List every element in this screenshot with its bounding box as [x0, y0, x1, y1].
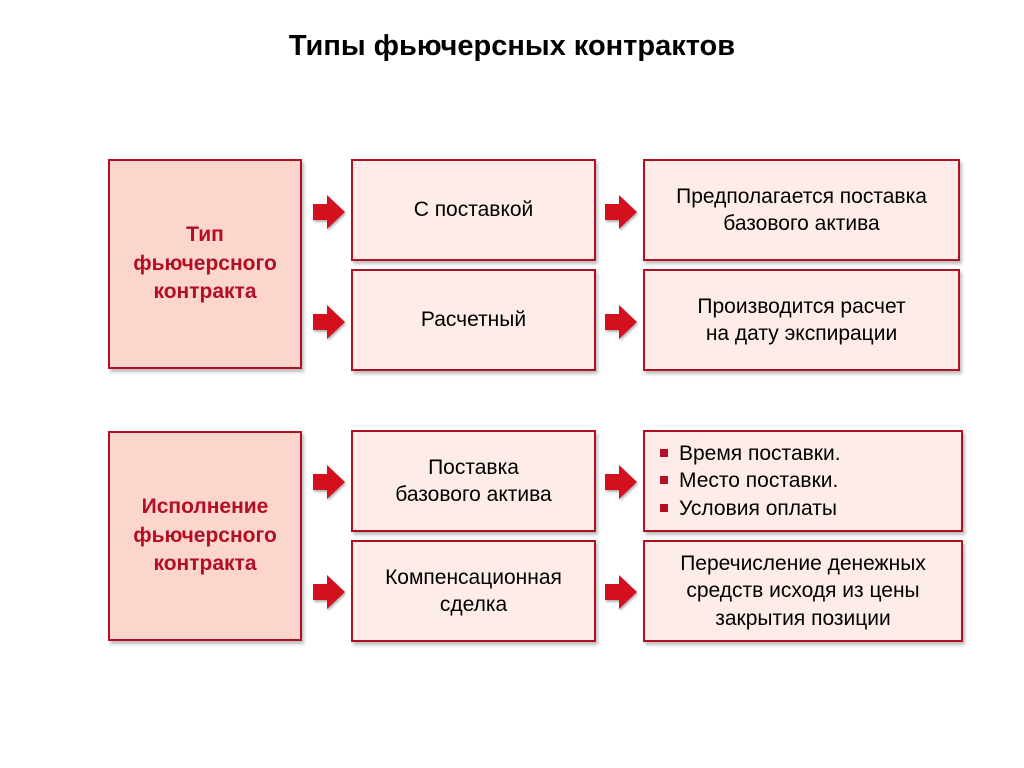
page-title: Типы фьючерсных контрактов — [288, 30, 736, 62]
category-label: Тип фьючерсного контракта — [133, 223, 277, 304]
bullet-text: Время поставки. — [679, 442, 841, 466]
type-box-settlement: Расчетный — [351, 269, 596, 371]
arrow-right-icon — [605, 465, 637, 499]
description-text: Перечисление денежных средств исходя из … — [680, 552, 926, 630]
bullet-text: Условия оплаты — [679, 496, 837, 520]
type-label: Компенсационная сделка — [385, 565, 562, 616]
bullet-square-icon — [660, 476, 668, 485]
bullet-text: Место поставки. — [679, 469, 839, 493]
type-label: Поставка базового актива — [395, 455, 552, 506]
bullet-item: Место поставки. — [660, 467, 841, 494]
arrow-right-icon — [605, 305, 637, 339]
type-box-asset-delivery: Поставка базового актива — [351, 430, 596, 532]
bullet-item: Условия оплаты — [660, 495, 841, 522]
bullets-box-delivery-terms: Время поставки. Место поставки. Условия … — [643, 430, 963, 532]
category-box-contract-type: Тип фьючерсного контракта — [108, 159, 302, 369]
bullet-list: Время поставки. Место поставки. Условия … — [660, 440, 841, 522]
type-box-offsetting-deal: Компенсационная сделка — [351, 540, 596, 642]
bullet-item: Время поставки. — [660, 440, 841, 467]
bullet-square-icon — [660, 503, 668, 512]
type-label: Расчетный — [420, 308, 527, 332]
arrow-right-icon — [313, 195, 345, 229]
arrow-right-icon — [313, 305, 345, 339]
arrow-right-icon — [605, 195, 637, 229]
description-box-delivery: Предполагается поставка базового актива — [643, 159, 960, 261]
description-text: Предполагается поставка базового актива — [676, 184, 927, 235]
category-box-contract-execution: Исполнение фьючерсного контракта — [108, 431, 302, 641]
type-box-delivery: С поставкой — [351, 159, 596, 261]
type-label: С поставкой — [413, 198, 534, 222]
arrow-right-icon — [605, 575, 637, 609]
category-label: Исполнение фьючерсного контракта — [133, 495, 277, 576]
description-box-offsetting: Перечисление денежных средств исходя из … — [643, 540, 963, 642]
arrow-right-icon — [313, 465, 345, 499]
arrow-right-icon — [313, 575, 345, 609]
description-box-settlement: Производится расчет на дату экспирации — [643, 269, 960, 371]
description-text: Производится расчет на дату экспирации — [697, 294, 906, 345]
bullet-square-icon — [660, 449, 668, 458]
